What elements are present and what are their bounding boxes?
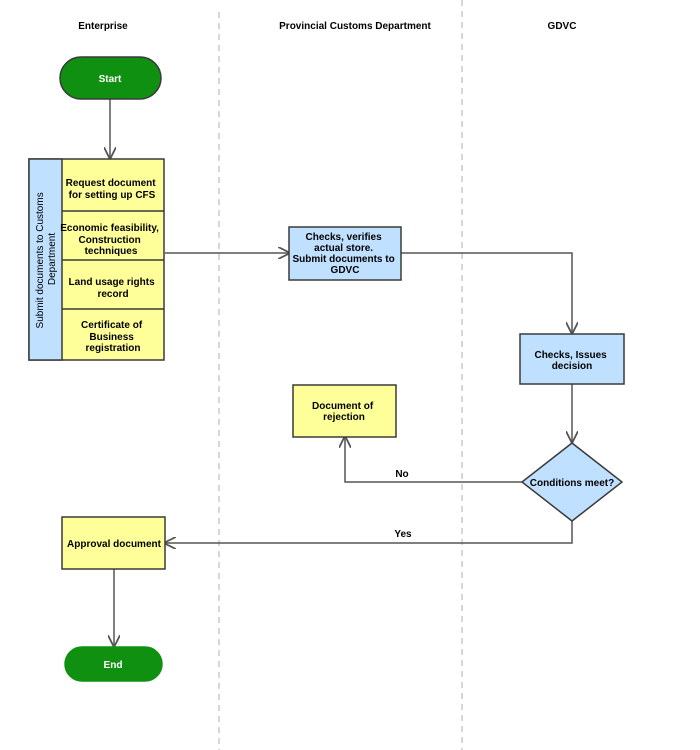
customs-check-node: Checks, verifies actual store. Submit do…: [288, 226, 402, 281]
edge-label-yes: Yes: [394, 529, 412, 540]
gdvc-check-label: Checks, Issues decision: [534, 350, 609, 372]
rejection-label: Document of rejection: [312, 401, 376, 423]
start-label: Start: [99, 74, 122, 85]
start-node: Start: [59, 56, 162, 100]
submit-documents-group: Submit documents to Customs Department R…: [28, 158, 165, 361]
edge-customs-to-gdvc: [401, 252, 572, 333]
condition-decision: Conditions meet?: [520, 442, 624, 522]
approval-label: Approval document: [67, 539, 162, 550]
edge-condition-to-rejection: [345, 437, 522, 483]
end-label: End: [104, 660, 123, 671]
customs-check-label: Checks, verifies actual store. Submit do…: [292, 232, 397, 276]
edge-condition-to-approval: [165, 521, 573, 543]
end-node: End: [64, 646, 163, 682]
doc-economic-feasibility: Economic feasibility, Construction techn…: [60, 223, 162, 257]
gdvc-check-node: Checks, Issues decision: [519, 333, 625, 385]
doc-request-cfs: Request document for setting up CFS: [66, 178, 159, 201]
doc-business-registration: Certificate of Business registration: [81, 320, 145, 354]
doc-land-usage: Land usage rights record: [69, 277, 158, 300]
approval-node: Approval document: [61, 516, 166, 570]
condition-label: Conditions meet?: [530, 478, 614, 489]
lane-title-enterprise: Enterprise: [78, 21, 128, 32]
lane-title-gdvc: GDVC: [548, 21, 577, 32]
edge-label-no: No: [395, 469, 408, 480]
lane-title-customs: Provincial Customs Department: [279, 21, 431, 32]
rejection-node: Document of rejection: [292, 384, 397, 438]
submit-group-label: Submit documents to Customs Department: [35, 190, 58, 329]
